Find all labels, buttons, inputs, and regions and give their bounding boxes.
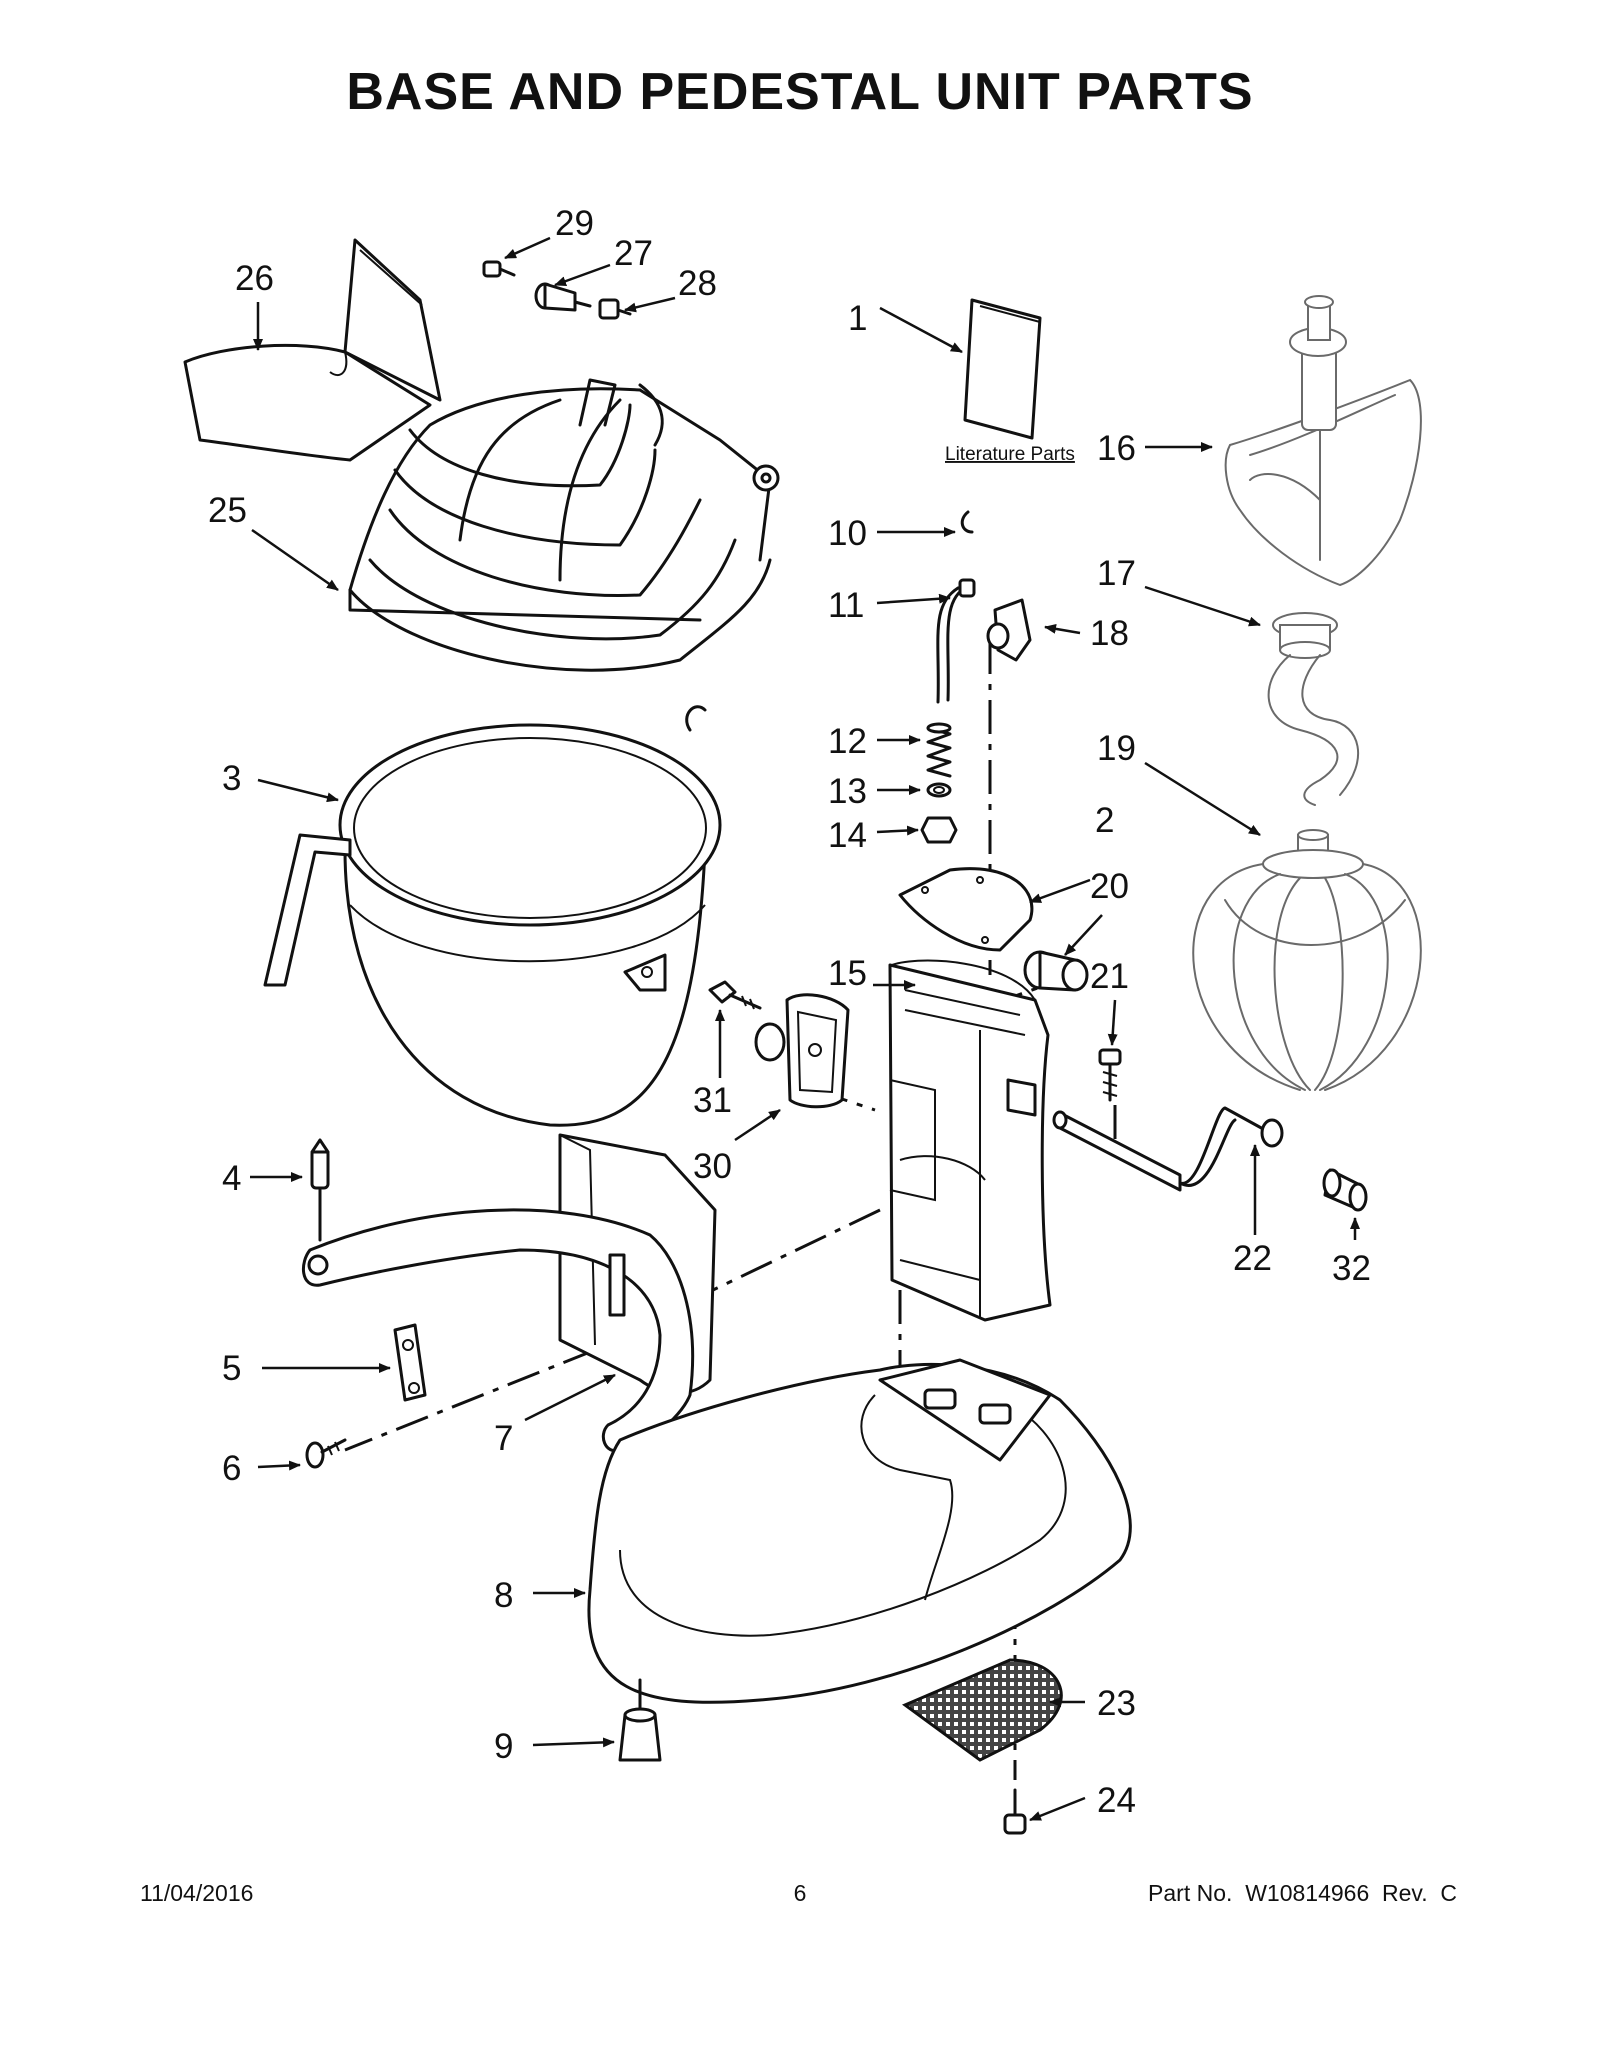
part-27-pivot-pin bbox=[534, 282, 592, 312]
part-8-base bbox=[587, 1358, 1132, 1704]
callout-15: 15 bbox=[828, 954, 867, 993]
callout-12: 12 bbox=[828, 722, 867, 761]
part-2-cover-plate bbox=[898, 867, 1034, 952]
footer-page-number: 6 bbox=[793, 1880, 807, 1906]
callout-17: 17 bbox=[1097, 554, 1136, 593]
part-26-pouring-shield bbox=[183, 238, 442, 462]
callout-1: 1 bbox=[848, 299, 867, 338]
callout-6: 6 bbox=[222, 1449, 241, 1488]
part-7-bowl-support bbox=[301, 1133, 717, 1453]
callout-29: 29 bbox=[555, 204, 594, 243]
footer-date: 11/04/2016 bbox=[140, 1880, 254, 1906]
callout-9: 9 bbox=[494, 1727, 513, 1766]
part-17-dough-hook bbox=[1267, 612, 1359, 806]
callout-8: 8 bbox=[494, 1576, 513, 1615]
part-9-foot bbox=[618, 1678, 662, 1762]
callout-31: 31 bbox=[693, 1081, 732, 1120]
part-3-mixing-bowl bbox=[263, 723, 722, 1127]
part-32-grip bbox=[1322, 1168, 1368, 1212]
part-24-screw bbox=[1003, 1788, 1027, 1835]
part-14-nut bbox=[920, 816, 958, 844]
part-30-bracket bbox=[754, 993, 850, 1109]
callout-22: 22 bbox=[1233, 1239, 1272, 1278]
part-4-pin bbox=[310, 1138, 330, 1242]
callout-32: 32 bbox=[1332, 1249, 1371, 1288]
part-15-pedestal bbox=[888, 959, 1052, 1322]
callout-24: 24 bbox=[1097, 1781, 1136, 1820]
part-6-screw bbox=[305, 1438, 347, 1469]
part-19-wire-whip bbox=[1192, 829, 1422, 1091]
part-22-crank-handle bbox=[1052, 1106, 1284, 1192]
page-title: BASE AND PEDESTAL UNIT PARTS bbox=[346, 63, 1254, 121]
part-29-screw bbox=[482, 260, 516, 278]
footer-part-number: Part No. W10814966 Rev. C bbox=[1148, 1880, 1457, 1906]
callout-16: 16 bbox=[1097, 429, 1136, 468]
literature-parts-label: Literature Parts bbox=[945, 444, 1075, 465]
callout-leaders bbox=[250, 236, 1360, 1822]
part-16-flat-beater bbox=[1224, 295, 1422, 587]
callout-7: 7 bbox=[494, 1419, 513, 1458]
part-31-screw bbox=[708, 980, 762, 1010]
part-5-bracket bbox=[393, 1323, 427, 1402]
callout-5: 5 bbox=[222, 1349, 241, 1388]
callout-13: 13 bbox=[828, 772, 867, 811]
part-12-spring bbox=[926, 722, 952, 778]
callout-2: 2 bbox=[1095, 801, 1114, 840]
callout-23: 23 bbox=[1097, 1684, 1136, 1723]
part-13-washer bbox=[926, 782, 952, 798]
callout-28: 28 bbox=[678, 264, 717, 303]
callout-25: 25 bbox=[208, 491, 247, 530]
callout-14: 14 bbox=[828, 816, 867, 855]
part-28-bushing bbox=[598, 298, 632, 320]
callout-27: 27 bbox=[614, 234, 653, 273]
part-20-knob bbox=[1023, 950, 1089, 992]
part-1-literature: Literature Parts bbox=[945, 298, 1075, 465]
callout-20: 20 bbox=[1090, 867, 1129, 906]
part-23-mesh-plate bbox=[901, 1658, 1063, 1762]
part-25-bowl-guard bbox=[348, 378, 780, 732]
part-18-lock-lever bbox=[986, 598, 1032, 662]
callout-4: 4 bbox=[222, 1159, 241, 1198]
callout-10: 10 bbox=[828, 514, 867, 553]
callout-30: 30 bbox=[693, 1147, 732, 1186]
callout-26: 26 bbox=[235, 259, 274, 298]
callout-18: 18 bbox=[1090, 614, 1129, 653]
callout-11: 11 bbox=[828, 586, 864, 625]
callout-numbers: 1 2 3 4 5 6 7 8 9 10 11 12 13 14 15 16 1… bbox=[208, 204, 1371, 1820]
callout-21: 21 bbox=[1090, 957, 1129, 996]
part-21-screw bbox=[1098, 1048, 1122, 1102]
callout-19: 19 bbox=[1097, 729, 1136, 768]
callout-3: 3 bbox=[222, 759, 241, 798]
part-10-clip bbox=[960, 510, 974, 534]
